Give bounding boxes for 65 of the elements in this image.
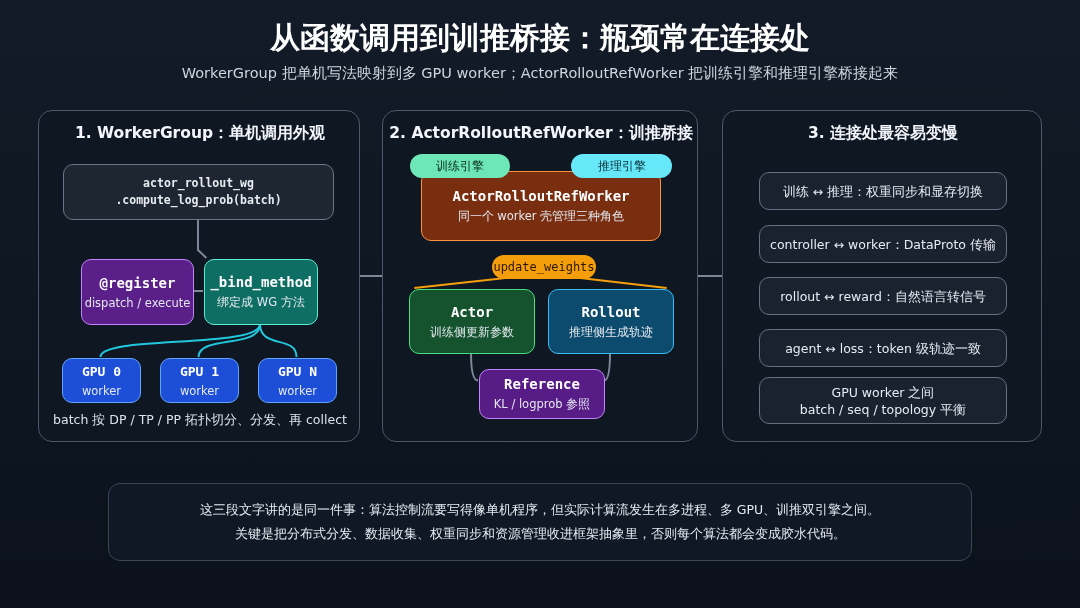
- process-box: [548, 289, 674, 354]
- tag-label: update_weights: [493, 260, 595, 274]
- box-subtitle: dispatch / execute: [84, 295, 191, 310]
- box-title: ActorRolloutRefWorker: [452, 188, 630, 204]
- tag-pill: [410, 154, 510, 178]
- process-box: [479, 369, 605, 419]
- box-subtitle: 训练侧更新参数: [430, 324, 514, 340]
- box-title: Reference: [504, 376, 580, 392]
- box-title: GPU 1: [179, 363, 220, 379]
- subtitle: WorkerGroup 把单机写法映射到多 GPU worker；ActorRolloutRefWorker 把训练引擎和推理引擎桥接起来: [180, 64, 900, 83]
- box-subtitle: 同一个 worker 壳管理三种角色: [457, 209, 625, 224]
- box-title: _bind_method: [210, 274, 312, 290]
- process-box: [409, 289, 535, 354]
- box-title: Actor: [450, 303, 494, 320]
- tag-label: 推理引擎: [597, 157, 646, 175]
- bottleneck-text: GPU worker 之间 batch / seq / topology 平衡: [799, 383, 967, 418]
- note-box: [108, 483, 972, 561]
- bottleneck-text: 训练 ↔ 推理：权重同步和显存切换: [782, 182, 984, 200]
- note-text: 这三段文字讲的是同一件事：算法控制流要写得像单机程序，但实际计算流发生在多进程、多 GPU、训推双引擎之间。: [199, 501, 881, 519]
- connector-line: [359, 275, 383, 277]
- panel-heading: 1. WorkerGroup：单机调用外观: [73, 123, 327, 144]
- panel-footnote: batch 按 DP / TP / PP 拓扑切分、分发、再 collect: [52, 412, 348, 429]
- page-title: 从函数调用到训推桥接：瓶颈常在连接处: [269, 19, 811, 57]
- panel-heading: 3. 连接处最容易变慢: [806, 123, 960, 144]
- process-box: [204, 259, 318, 325]
- process-box: [81, 259, 194, 325]
- gpu-box: [62, 358, 141, 403]
- bottleneck-box: [759, 277, 1007, 315]
- box-subtitle: KL / logprob 参照: [493, 397, 591, 412]
- connector-line: [259, 323, 298, 358]
- bottleneck-box: [759, 377, 1007, 424]
- tag-label: 训练引擎: [436, 157, 484, 175]
- note-text: 关键是把分布式分发、数据收集、权重同步和资源管理收进框架抽象里，否则每个算法都会变成胶水代码。: [234, 525, 846, 543]
- bottleneck-box: [759, 225, 1007, 263]
- box-subtitle: 绑定成 WG 方法: [217, 295, 305, 310]
- bottleneck-text: controller ↔ worker：DataProto 传输: [770, 235, 996, 253]
- connector-line: [192, 290, 204, 292]
- tag-pill: [571, 154, 672, 178]
- box-subtitle: worker: [81, 383, 122, 398]
- panel-card: [722, 110, 1042, 442]
- connector-line: [197, 218, 208, 259]
- box-title: GPU N: [277, 363, 318, 379]
- tag-pill: [492, 255, 596, 279]
- gpu-box: [160, 358, 239, 403]
- bottleneck-box: [759, 172, 1007, 210]
- bottleneck-box: [759, 329, 1007, 367]
- panel-card: [38, 110, 360, 442]
- bottleneck-text: rollout ↔ reward：自然语言转信号: [780, 287, 986, 305]
- code-box: [63, 164, 334, 220]
- box-subtitle: worker: [179, 383, 220, 398]
- box-title: GPU 0: [81, 363, 122, 379]
- bottleneck-text: agent ↔ loss：token 级轨迹一致: [785, 339, 981, 357]
- panel-card: [382, 110, 698, 442]
- connector-line: [697, 275, 723, 277]
- connector-line: [603, 352, 611, 382]
- process-box: [421, 171, 661, 241]
- box-subtitle: worker: [277, 383, 318, 398]
- panel-heading: 2. ActorRolloutRefWorker：训推桥接: [388, 123, 694, 144]
- connector-line: [99, 323, 261, 358]
- box-title: Rollout: [581, 303, 641, 320]
- code-text: actor_rollout_wg .compute_log_prob(batch): [114, 175, 283, 209]
- connector-line: [470, 352, 479, 382]
- box-title: @register: [99, 274, 176, 291]
- box-subtitle: 推理侧生成轨迹: [569, 324, 653, 340]
- gpu-box: [258, 358, 337, 403]
